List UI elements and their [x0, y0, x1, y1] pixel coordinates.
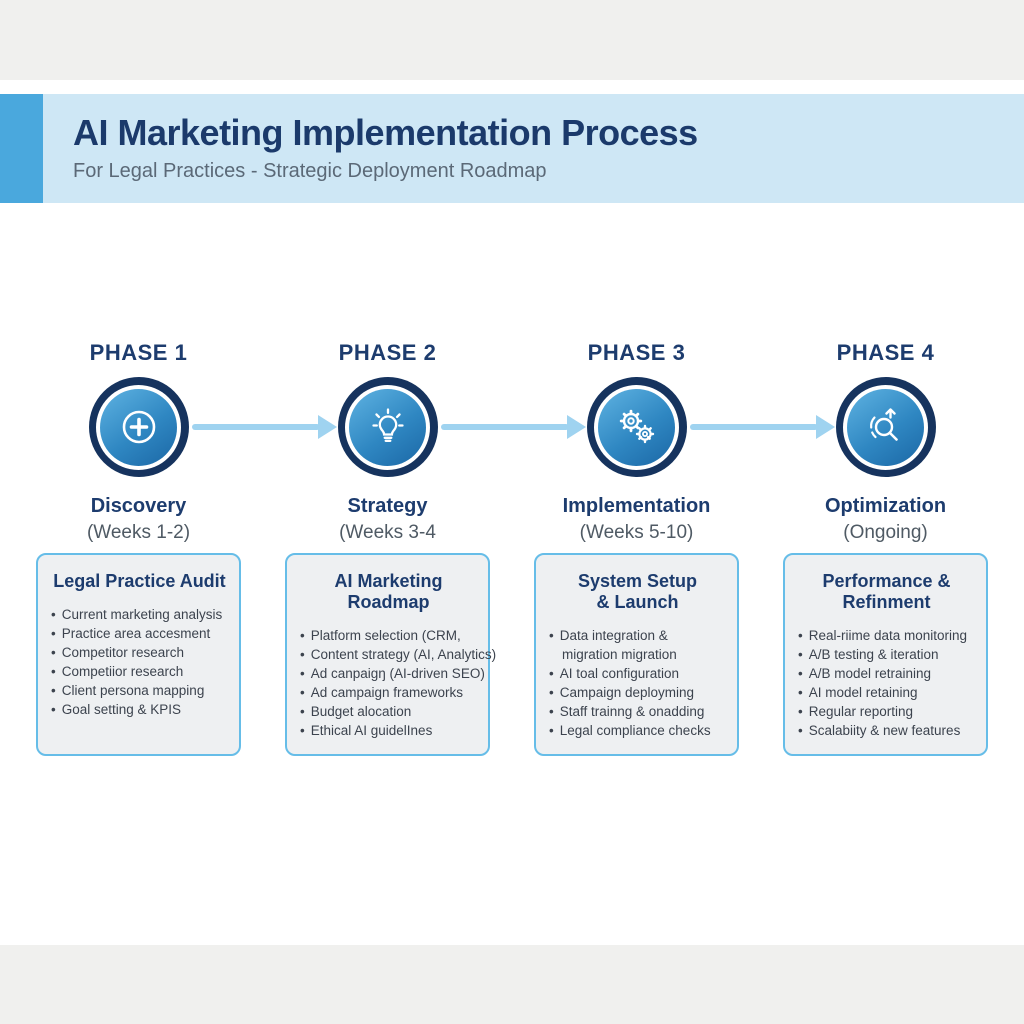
header-band: AI Marketing Implementation Process For …	[43, 94, 1024, 203]
phase-3-label: PHASE 3	[587, 340, 686, 365]
list-item: AI toal configuration	[549, 664, 726, 683]
phase-4-weeks: (Ongoing)	[843, 522, 928, 543]
phase-3-circle	[586, 377, 687, 477]
phase-2-weeks: (Weeks 3-4	[339, 522, 436, 543]
phase-4-card: Performance & Refinment Real-riime data …	[783, 553, 988, 757]
list-item: Staff trainng & onadding	[549, 702, 726, 721]
phase-1-card-list: Current marketing analysis Practice area…	[51, 605, 228, 719]
list-item: Client persona mapping	[51, 681, 228, 700]
magnifier-trend-icon	[863, 404, 909, 450]
phase-1-card: Legal Practice Audit Current marketing a…	[36, 553, 241, 757]
arrow-phase2-to-phase3	[441, 415, 586, 439]
list-item: Goal setting & KPIS	[51, 700, 228, 719]
list-item: Content strategy (AI, Analytics)	[300, 645, 496, 664]
bottom-margin-band	[0, 945, 1024, 1024]
list-item: AI model retaining	[798, 683, 975, 702]
list-item: Competitor research	[51, 643, 228, 662]
arrow-phase1-to-phase2	[192, 415, 337, 439]
list-item: Platform selection (CRM,	[300, 626, 477, 645]
phase-1-card-title: Legal Practice Audit	[53, 571, 226, 591]
list-item: Campaign deployming	[549, 683, 726, 702]
list-item: Budget alocation	[300, 702, 477, 721]
phase-1-weeks: (Weeks 1-2)	[86, 522, 191, 543]
list-item: Current marketing analysis	[51, 605, 228, 624]
phase-detail-cards: Legal Practice Audit Current marketing a…	[0, 553, 1024, 757]
arrow-phase3-to-phase4	[690, 415, 835, 439]
phase-1-label: PHASE 1	[89, 340, 188, 365]
plus-circle-icon	[116, 404, 162, 450]
phase-1-name: Discovery	[90, 495, 187, 517]
phase-2-name: Strategy	[347, 495, 428, 517]
list-item: Real-riime data monitoring	[798, 626, 975, 645]
phase-4-name: Optimization	[824, 495, 947, 517]
phase-4-card-title: Performance & Refinment	[822, 571, 951, 613]
list-item: Legal compliance checks	[549, 721, 726, 740]
list-item: Competiior research	[51, 662, 228, 681]
phase-2-column: PHASE 2 Strategy (Weeks 3-4	[285, 340, 490, 545]
phase-3-card-list: Data integration & migration migration A…	[549, 626, 726, 740]
phase-2-circle	[337, 377, 438, 477]
list-item: A/B testing & iteration	[798, 645, 975, 664]
phase-4-circle	[835, 377, 936, 477]
phase-3-card: System Setup & Launch Data integration &…	[534, 553, 739, 757]
phase-4-column: PHASE 4 Optimiza	[783, 340, 988, 545]
phase-2-card-list: Platform selection (CRM, Content strateg…	[300, 626, 496, 740]
page-header: AI Marketing Implementation Process For …	[0, 94, 1024, 203]
phase-2-label: PHASE 2	[338, 340, 437, 365]
phase-2-card: AI Marketing Roadmap Platform selection …	[285, 553, 496, 757]
phase-3-weeks: (Weeks 5-10)	[579, 522, 694, 543]
list-item: Regular reporting	[798, 702, 975, 721]
phase-2-card-title: AI Marketing Roadmap	[334, 571, 443, 613]
phase-4-label: PHASE 4	[836, 340, 935, 365]
top-margin-band	[0, 0, 1024, 80]
list-item: Practice area accesment	[51, 624, 228, 643]
list-item: Ad campaign frameworks	[300, 683, 477, 702]
list-item: Scalabiity & new features	[798, 721, 975, 740]
lightbulb-icon	[365, 404, 411, 450]
phase-3-column: PHASE 3	[534, 340, 739, 545]
header-accent-stripe	[0, 94, 43, 203]
phase-3-card-title: System Setup & Launch	[577, 571, 698, 613]
list-item: Data integration & migration migration	[549, 626, 726, 664]
phase-4-card-list: Real-riime data monitoring A/B testing &…	[798, 626, 975, 740]
gears-icon	[614, 404, 660, 450]
page-subtitle: For Legal Practices - Strategic Deployme…	[73, 160, 547, 182]
phase-1-circle	[88, 377, 189, 477]
phase-1-column: PHASE 1 Discovery (Weeks 1-2)	[36, 340, 241, 545]
page-title: AI Marketing Implementation Process	[73, 112, 698, 153]
phase-3-name: Implementation	[562, 495, 711, 517]
list-item: Ethical AI guidelInes	[300, 721, 477, 740]
phases-timeline: PHASE 1 Discovery (Weeks 1-2) PHASE 2	[0, 340, 1024, 545]
list-item: A/B model retraining	[798, 664, 975, 683]
list-item: Ad canpaigŋ (AI-driven SEO)	[300, 664, 485, 683]
